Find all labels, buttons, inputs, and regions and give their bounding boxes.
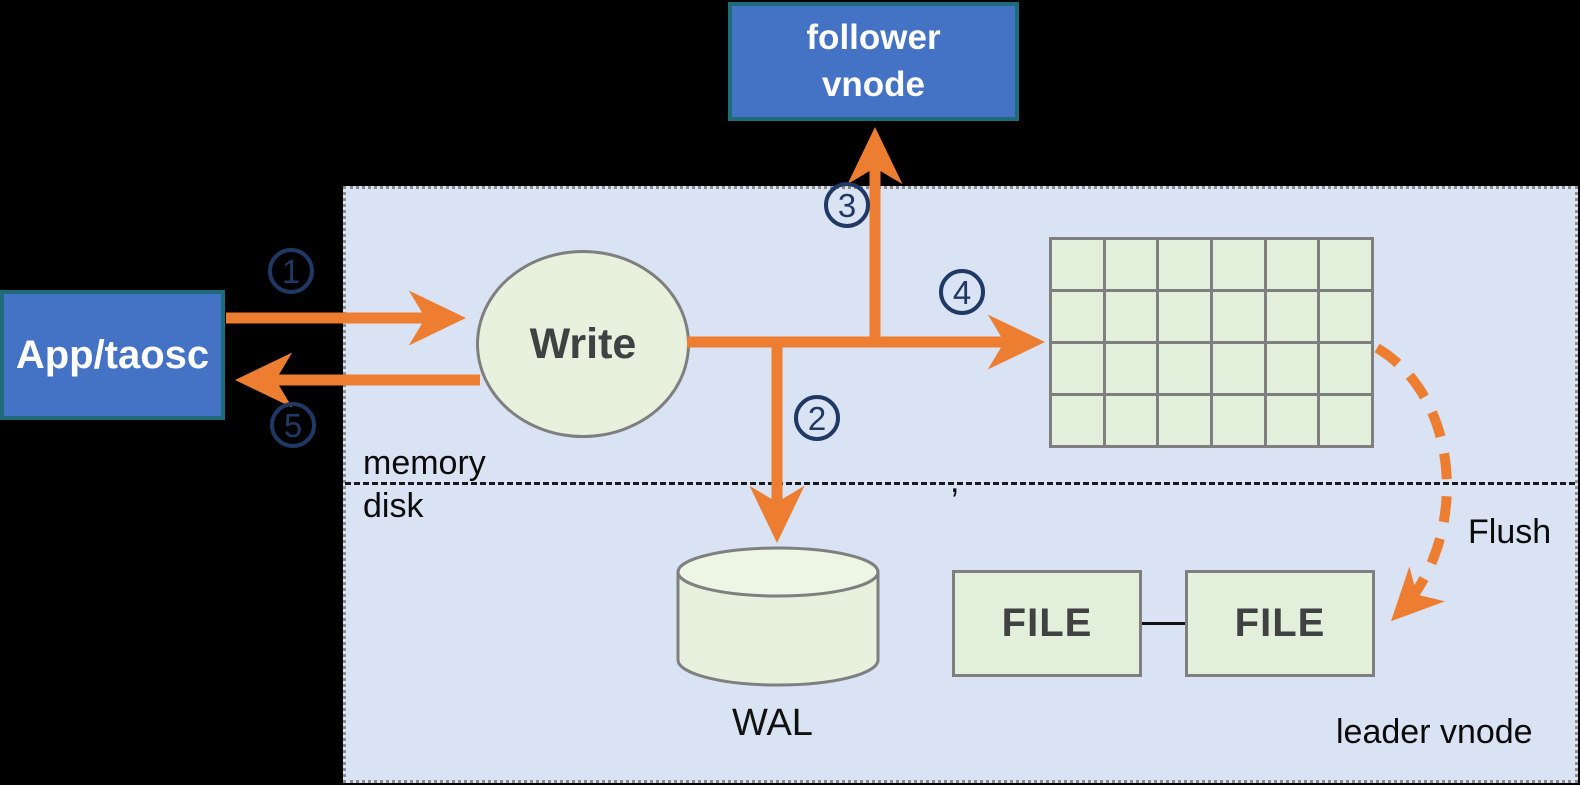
step-2-badge: 2 [794,395,840,441]
memtable-cell [1105,240,1157,289]
step-3-number: 3 [837,186,857,224]
memtable-cell [1052,292,1103,341]
memtable-cell [1159,396,1210,445]
step-1-badge: 1 [268,248,314,294]
memtable-cell [1105,396,1157,445]
follower-vnode-label-line2: vnode [821,64,926,104]
step-4-badge: 4 [939,269,985,315]
step-5-badge: 5 [270,402,316,448]
memtable-cell [1052,344,1103,393]
memtable-grid [1049,237,1374,448]
follower-vnode-node: follower vnode [728,2,1019,121]
memtable-cell [1320,240,1371,289]
memtable-cell [1105,344,1157,393]
memory-disk-divider-line [345,482,1575,485]
follower-vnode-label-line1: follower [806,18,941,58]
memtable-cell [1320,344,1371,393]
step-3-badge: 3 [824,182,870,228]
file-box-2: FILE [1185,570,1375,677]
memtable-cell [1266,344,1318,393]
memtable-cell [1266,240,1318,289]
memtable-cell [1052,396,1103,445]
memtable-cell [1213,292,1264,341]
divider-comma-mark: , [950,462,960,500]
write-process-node: Write [476,250,690,438]
file-connector-line [1142,622,1185,625]
app-taosc-node: App/taosc [0,290,225,420]
flush-label: Flush [1468,513,1552,551]
memtable-cell [1266,396,1318,445]
memtable-cell [1213,344,1264,393]
wal-cylinder [676,546,880,687]
memtable-cell [1052,240,1103,289]
app-taosc-label: App/taosc [15,332,210,377]
file-box-1: FILE [952,570,1142,677]
memtable-cell [1159,292,1210,341]
step-5-number: 5 [283,406,303,444]
disk-label: disk [363,487,424,525]
memtable-cell [1105,292,1157,341]
memtable-cell [1266,292,1318,341]
step-1-number: 1 [281,252,301,290]
memory-label: memory [363,444,486,482]
memtable-cell [1320,396,1371,445]
memtable-cell [1159,240,1210,289]
memtable-cell [1213,240,1264,289]
memtable-cell [1213,396,1264,445]
file-2-label: FILE [1234,601,1326,645]
file-1-label: FILE [1001,601,1093,645]
leader-vnode-label: leader vnode [1336,713,1533,751]
memtable-cell [1320,292,1371,341]
wal-label: WAL [732,702,813,744]
step-2-number: 2 [807,399,827,437]
write-label: Write [529,319,637,368]
memtable-cell [1159,344,1210,393]
step-4-number: 4 [952,273,972,311]
